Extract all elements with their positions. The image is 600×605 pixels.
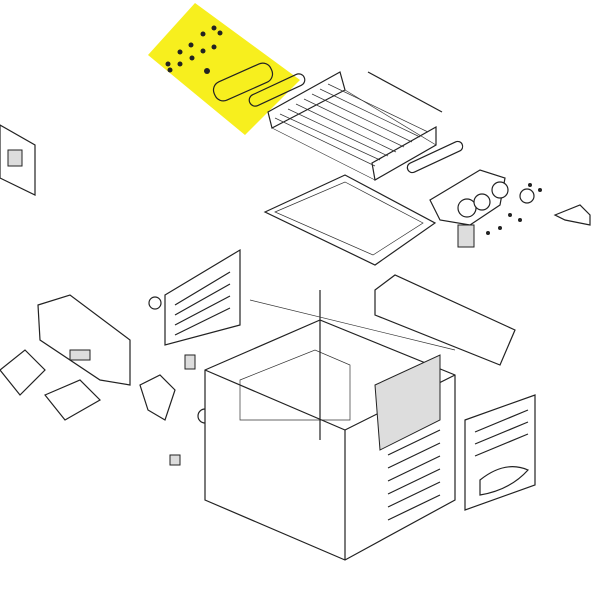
heat-exchanger[interactable] (267, 71, 437, 181)
control-board[interactable] (0, 124, 36, 196)
switch[interactable] (184, 354, 196, 370)
bracket[interactable] (553, 204, 591, 226)
baffle-rod[interactable] (367, 71, 443, 113)
top-panel[interactable] (374, 274, 516, 366)
cabinet-frame[interactable] (204, 290, 456, 561)
gasket[interactable] (406, 140, 465, 174)
grommet[interactable] (148, 296, 162, 310)
highlighted-header-plate[interactable] (148, 3, 307, 135)
combustion-tray[interactable] (263, 174, 437, 266)
junction-box[interactable] (139, 374, 176, 421)
connector[interactable] (169, 454, 181, 466)
manifold[interactable] (429, 169, 535, 248)
fasteners (486, 183, 542, 235)
control-door[interactable] (44, 379, 101, 421)
right-side-panel[interactable] (464, 394, 536, 511)
front-cover[interactable] (37, 294, 131, 386)
left-side-panel[interactable] (164, 248, 241, 346)
access-panel[interactable] (0, 349, 46, 396)
